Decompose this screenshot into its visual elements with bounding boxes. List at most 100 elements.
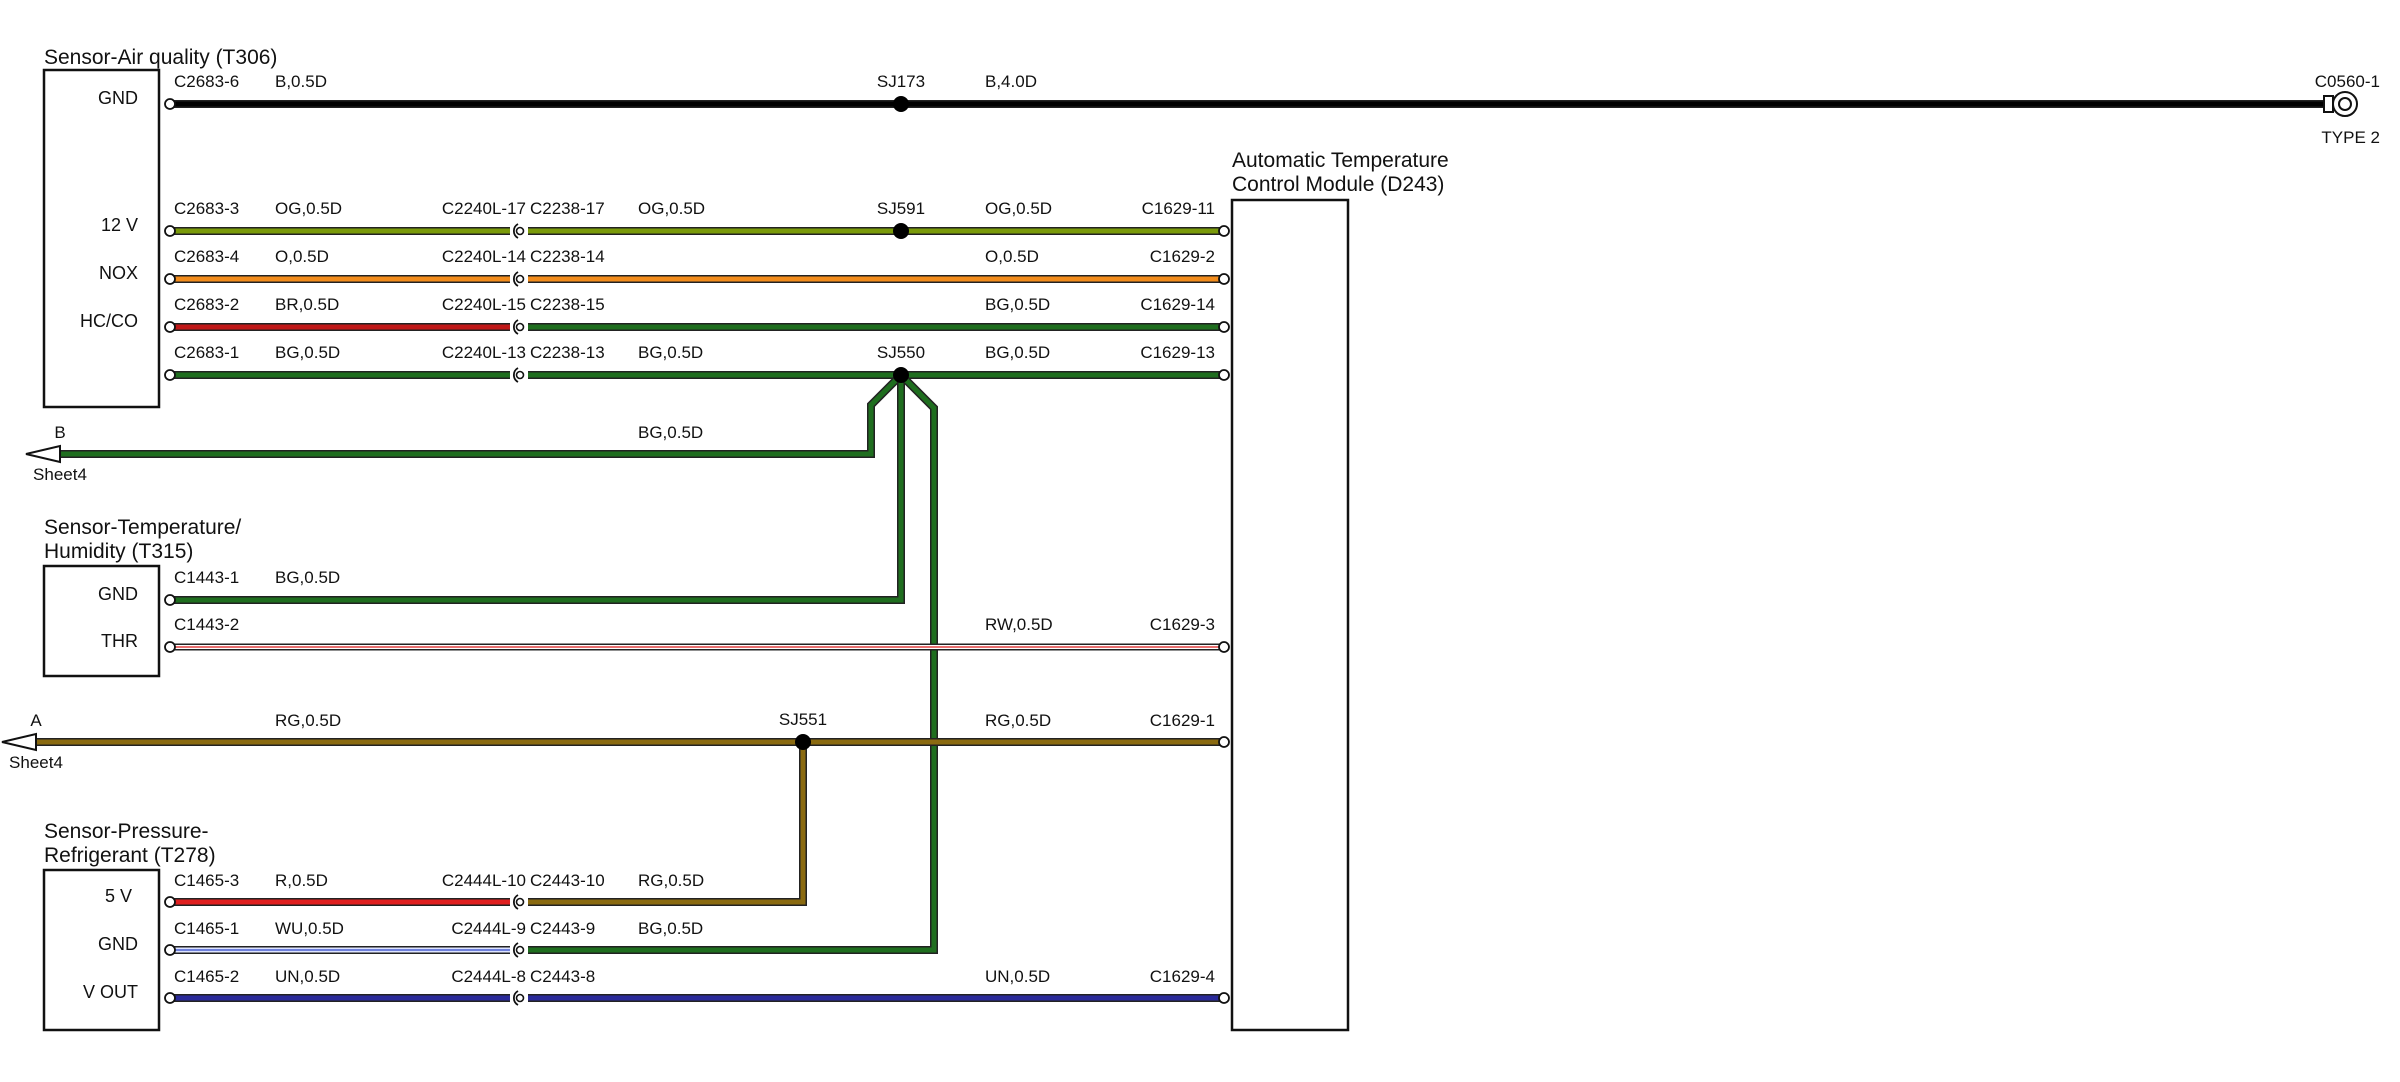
offsheet-letter-a: A xyxy=(30,711,42,730)
inline-connector-icon-pin xyxy=(515,370,525,380)
connector-label: C1465-2 xyxy=(174,967,239,986)
atc-module-title-line2: Control Module (D243) xyxy=(1232,173,1444,196)
pin-terminal-icon xyxy=(1218,641,1230,653)
inline-connector-icon xyxy=(512,319,519,335)
connector-label: C2683-6 xyxy=(174,72,239,91)
connector-label: C1465-1 xyxy=(174,919,239,938)
wire-label: BG,0.5D xyxy=(985,343,1050,362)
sensor-temp-title-line1: Sensor-Temperature/ xyxy=(44,516,241,539)
wire-label: OG,0.5D xyxy=(985,199,1052,218)
sensor-pressure-title-line1: Sensor-Pressure- xyxy=(44,820,209,843)
ground-connector-label: C0560-1 xyxy=(2315,72,2380,91)
pin-terminal-icon xyxy=(164,641,176,653)
connector-label: C2443-9 xyxy=(530,919,595,938)
pin-terminal-icon xyxy=(1218,225,1230,237)
connector-label: C2240L-17 xyxy=(442,199,526,218)
wire-label: OG,0.5D xyxy=(638,199,705,218)
pin-terminal-icon xyxy=(164,992,176,1004)
inline-connector-icon-pin xyxy=(515,322,525,332)
offsheet-letter-b: B xyxy=(54,423,65,442)
connector-label: C1629-4 xyxy=(1150,967,1215,986)
connector-label: C2444L-10 xyxy=(442,871,526,890)
sensor-air-quality-title: Sensor-Air quality (T306) xyxy=(44,46,277,69)
wire-bg-to-th-gnd xyxy=(170,375,904,603)
pin-label-12v: 12 V xyxy=(101,215,138,235)
inline-connector-icon xyxy=(512,223,519,239)
offsheet-arrow-a xyxy=(1,732,37,752)
wire-label: OG,0.5D xyxy=(275,199,342,218)
connector-label: C1629-1 xyxy=(1150,711,1215,730)
connector-label: C2238-14 xyxy=(530,247,605,266)
inline-connector-icon xyxy=(512,942,519,958)
wire-label: BG,0.5D xyxy=(638,423,703,442)
sensor-air-quality-box xyxy=(42,68,161,409)
wire-label: BG,0.5D xyxy=(275,343,340,362)
connectors-layer xyxy=(164,98,1230,1006)
pin-terminal-icon xyxy=(164,98,176,110)
wire-label: R,0.5D xyxy=(275,871,328,890)
sensor-temp-box xyxy=(42,564,161,678)
wire-bg-to-p-gnd xyxy=(528,373,937,953)
pin-terminal-icon xyxy=(1218,321,1230,333)
ground-type-label: TYPE 2 xyxy=(2321,128,2380,147)
connector-label: C2238-13 xyxy=(530,343,605,362)
wire-label: RG,0.5D xyxy=(985,711,1051,730)
pin-terminal-icon xyxy=(164,594,176,606)
pin-label-gnd: GND xyxy=(98,88,138,108)
connector-label: C2240L-13 xyxy=(442,343,526,362)
splice-label-sj551: SJ551 xyxy=(779,710,827,729)
pin-terminal-icon xyxy=(1218,736,1230,748)
wire-label: UN,0.5D xyxy=(275,967,340,986)
wire-label: BG,0.5D xyxy=(638,343,703,362)
wire-bg-to-b xyxy=(60,373,903,457)
inline-connector-icon-pin xyxy=(515,945,525,955)
sensor-pressure-title-line2: Refrigerant (T278) xyxy=(44,844,216,867)
connector-label: C2683-2 xyxy=(174,295,239,314)
splice-label-sj550: SJ550 xyxy=(877,343,925,362)
wire-label: RW,0.5D xyxy=(985,615,1053,634)
connector-label: C1443-2 xyxy=(174,615,239,634)
inline-connector-icon-pin xyxy=(515,274,525,284)
connector-label: C1629-14 xyxy=(1140,295,1215,314)
splice-dot-sj591 xyxy=(893,223,909,239)
connector-label: C1629-13 xyxy=(1140,343,1215,362)
offsheet-arrow-b xyxy=(25,444,61,464)
connector-label: C1465-3 xyxy=(174,871,239,890)
splices-layer xyxy=(795,96,909,750)
connector-label: C2240L-14 xyxy=(442,247,526,266)
wire-label: O,0.5D xyxy=(275,247,329,266)
wire-bg-to-p-gnd-outline xyxy=(528,372,938,954)
pin-terminal-icon xyxy=(164,321,176,333)
wires-layer xyxy=(36,100,2324,1002)
connector-label: C2444L-9 xyxy=(451,919,526,938)
wire-label: BG,0.5D xyxy=(275,568,340,587)
wire-label: B,0.5D xyxy=(275,72,327,91)
sensor-air-quality: Sensor-Air quality (T306) GND 12 V NOX H… xyxy=(42,46,277,409)
wire-bg-to-b-outline xyxy=(60,372,904,458)
offsheet-sheet-label: Sheet4 xyxy=(33,465,87,484)
wire-sj551-down xyxy=(528,742,806,905)
splice-dot-sj173 xyxy=(893,96,909,112)
splice-dot-sj551 xyxy=(795,734,811,750)
inline-connector-icon-pin xyxy=(515,226,525,236)
pin-terminal-icon xyxy=(164,369,176,381)
sensor-temp-title-line2: Humidity (T315) xyxy=(44,540,193,563)
offsheet-arrow-icon xyxy=(25,444,61,464)
inline-connector-icon-pin xyxy=(515,993,525,1003)
inline-connector-icon xyxy=(512,894,519,910)
connector-label: C2443-8 xyxy=(530,967,595,986)
pin-terminal-icon xyxy=(164,225,176,237)
inline-connector-icon-pin xyxy=(515,897,525,907)
connector-label: C2683-3 xyxy=(174,199,239,218)
pin-terminal-icon xyxy=(164,896,176,908)
connector-label: C2443-10 xyxy=(530,871,605,890)
wire-label: RG,0.5D xyxy=(275,711,341,730)
atc-module-box xyxy=(1230,198,1350,1032)
connector-label: C2683-4 xyxy=(174,247,239,266)
splice-label-sj173: SJ173 xyxy=(877,72,925,91)
connector-label: C2238-17 xyxy=(530,199,605,218)
wire-label: BR,0.5D xyxy=(275,295,339,314)
wire-label: O,0.5D xyxy=(985,247,1039,266)
pin-terminal-icon xyxy=(1218,273,1230,285)
